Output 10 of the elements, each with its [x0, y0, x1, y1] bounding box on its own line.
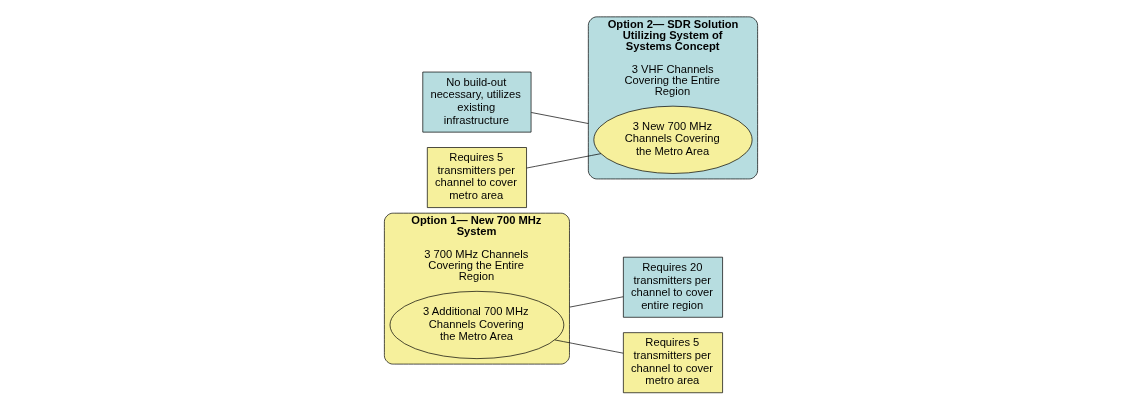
node-ellipse: 3 New 700 MHz Channels Covering the Metro Area [593, 105, 753, 174]
connector [554, 339, 624, 354]
node-box: Requires 20 transmitters per channel to cover entire region [623, 256, 723, 318]
node-box: Requires 5 transmitters per channel to cover metro area [426, 147, 527, 208]
connector [569, 296, 624, 308]
node-ellipse: 3 Additional 700 MHz Channels Covering the Metro Area [389, 290, 565, 359]
connector [526, 153, 602, 169]
connector [531, 112, 589, 124]
node-box: Requires 5 transmitters per channel to cover metro area [623, 332, 723, 394]
node-box: No build-out necessary, utilizes existing infrastructure [422, 71, 532, 133]
